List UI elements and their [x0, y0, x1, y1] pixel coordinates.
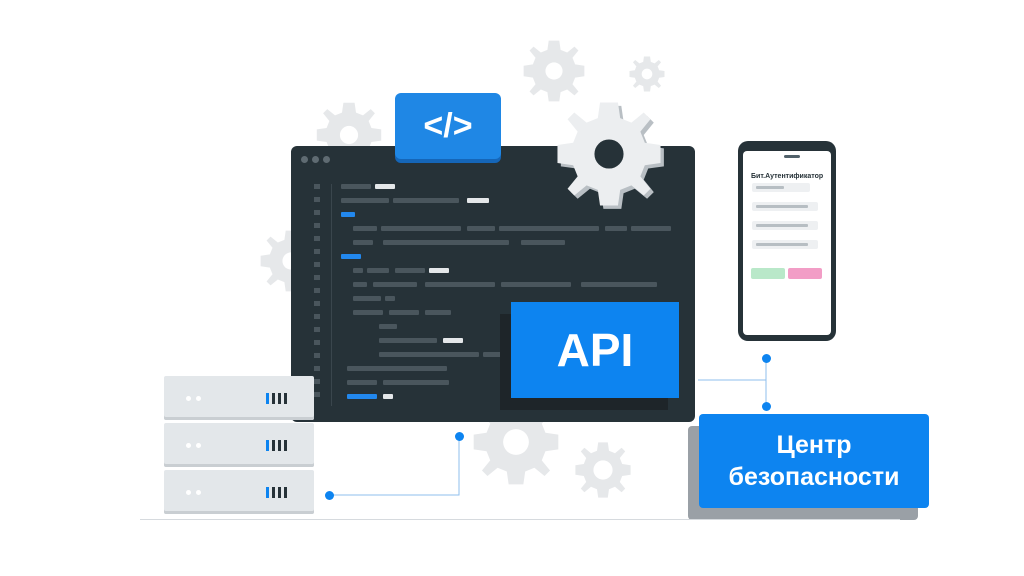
connector-dot [455, 432, 464, 441]
phone-screen: Бит.Аутентификатор [743, 151, 831, 335]
smartphone-icon: Бит.Аутентификатор [738, 141, 836, 341]
server-unit [164, 376, 314, 420]
phone-field [752, 183, 810, 192]
connector-dot [325, 491, 334, 500]
server-unit [164, 423, 314, 467]
code-icon: </> [395, 93, 501, 159]
gear-icon [573, 440, 633, 500]
security-center-line2: безопасности [728, 463, 900, 491]
line-gutter [314, 184, 320, 405]
phone-confirm-button [751, 268, 785, 279]
api-label: API [511, 302, 679, 398]
connector-dot [762, 354, 771, 363]
ground-line [140, 519, 900, 520]
phone-field [752, 202, 818, 211]
gear-icon [553, 98, 665, 210]
connector-dot [762, 402, 771, 411]
phone-decline-button [788, 268, 822, 279]
code-editor-window [291, 146, 695, 422]
phone-field [752, 240, 818, 249]
phone-field [752, 221, 818, 230]
gear-icon [628, 55, 666, 93]
phone-app-title: Бит.Аутентификатор [751, 173, 824, 180]
gear-icon [521, 38, 587, 104]
window-controls [301, 156, 330, 163]
security-center-line1: Центр [776, 431, 852, 459]
security-center-box: Центр безопасности [699, 414, 929, 508]
server-unit [164, 470, 314, 514]
